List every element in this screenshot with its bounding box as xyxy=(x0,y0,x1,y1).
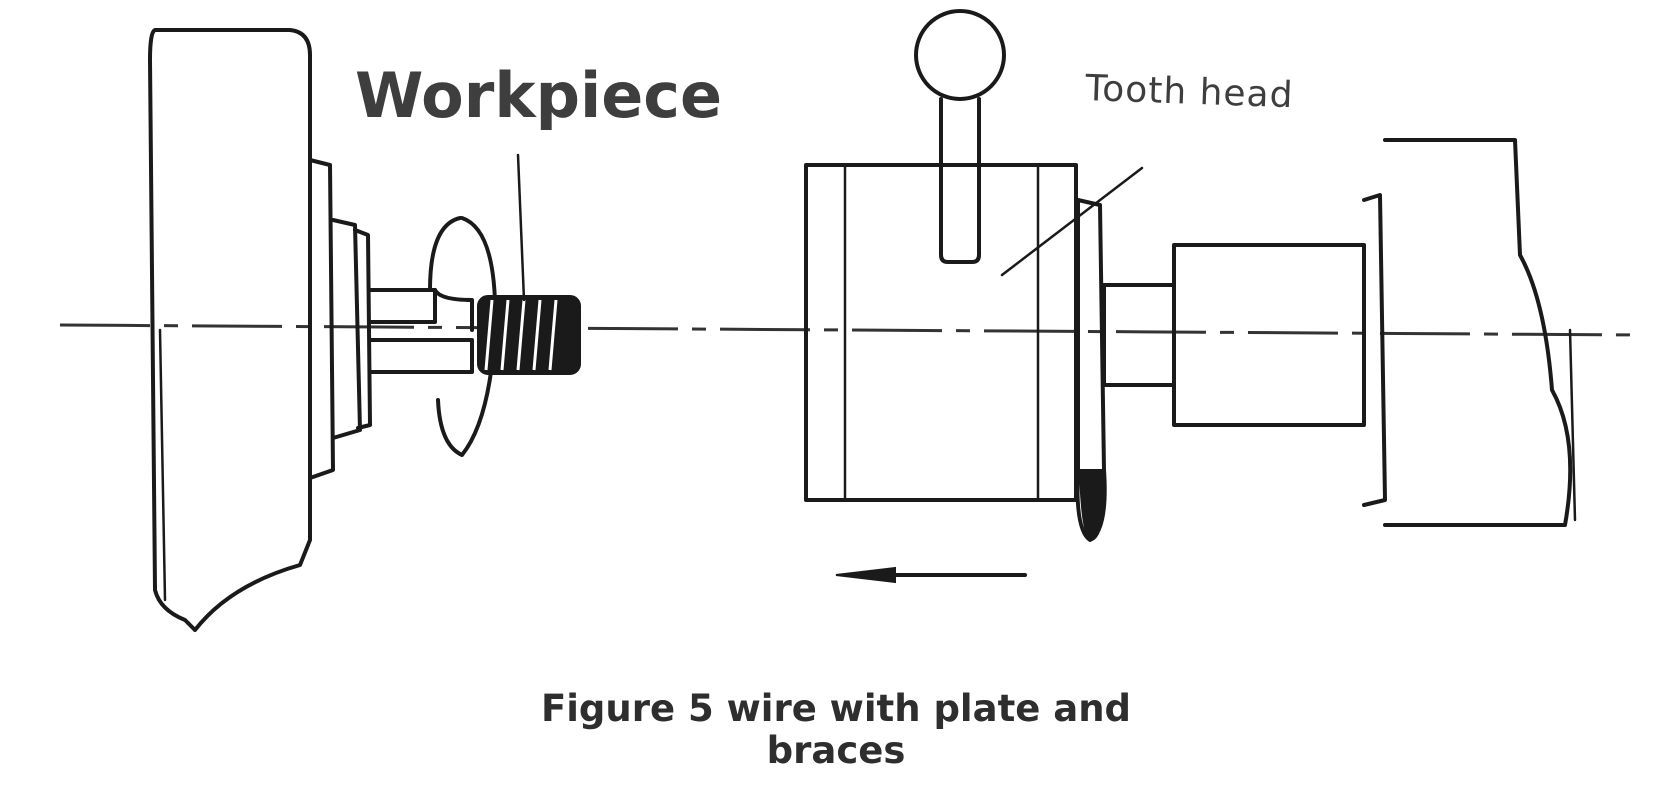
workpiece-leader-line xyxy=(516,153,526,302)
tailstock-rear-edge xyxy=(1568,328,1577,522)
tailstock-quill xyxy=(1172,243,1366,427)
feed-arrow-head xyxy=(835,566,896,584)
chuck-flange-2 xyxy=(331,218,362,440)
carrier-plate-ring xyxy=(428,216,498,457)
shaft-upper xyxy=(368,288,437,324)
chuck-lower-edge xyxy=(158,328,167,602)
figure-caption-line-1: Figure 5 wire with plate and xyxy=(540,687,1132,730)
tailstock-body xyxy=(1383,138,1573,527)
lathe-chuck xyxy=(148,28,372,632)
tailstock xyxy=(1102,138,1577,527)
shaft-step xyxy=(433,288,474,332)
tailstock-spindle xyxy=(1102,283,1176,387)
tooth-head-label: Tooth head xyxy=(1084,68,1294,116)
figure-caption-line-2: braces xyxy=(766,729,906,772)
chuck-flange-1 xyxy=(308,158,335,480)
center-axis-line xyxy=(59,323,1641,337)
tooth-head-tip xyxy=(1078,469,1106,542)
handle-knob xyxy=(914,9,1006,101)
workpiece-label: Workpiece xyxy=(355,59,722,132)
die-holder xyxy=(804,9,1144,584)
chuck-body xyxy=(148,28,312,632)
tailstock-collar xyxy=(1362,193,1387,507)
thread-section xyxy=(477,295,581,375)
shaft-lower xyxy=(368,338,474,374)
figure-caption: Figure 5 wire with plate and braces xyxy=(0,688,1672,772)
workpiece-shaft xyxy=(368,153,581,457)
chuck-flange-3 xyxy=(353,228,372,430)
tooth-head-leader-line xyxy=(1000,166,1144,277)
handle-stem xyxy=(939,97,981,264)
